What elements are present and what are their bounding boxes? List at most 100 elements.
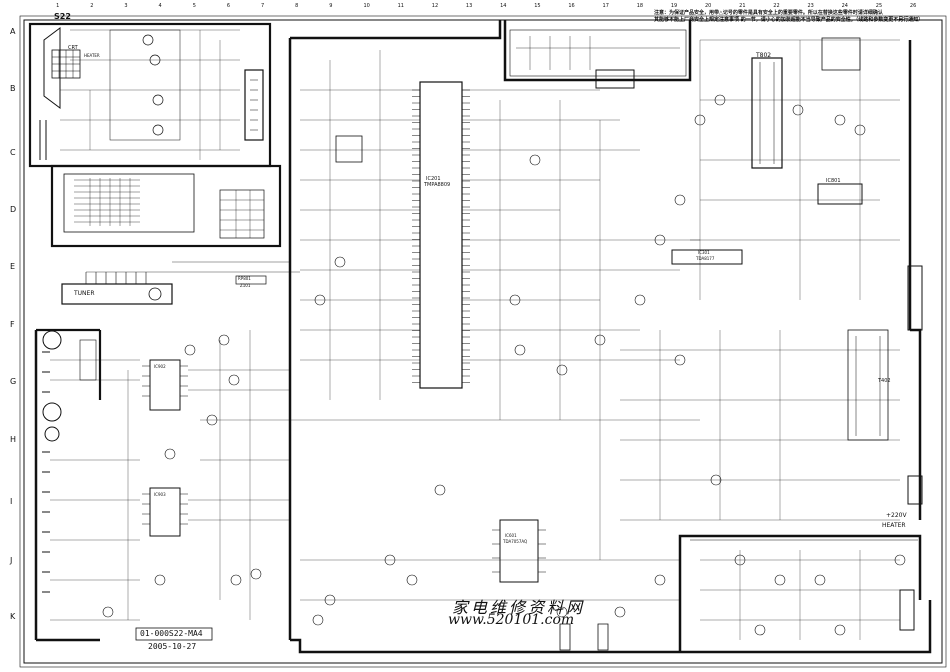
flyback-label: T802 [756, 52, 772, 59]
row-letter-g: G [10, 377, 17, 386]
row-letter-e: E [10, 262, 16, 271]
transistor-symbol [529, 154, 541, 166]
column-number: 17 [602, 3, 609, 9]
watermark-chinese: 家电维修资料网 [452, 598, 586, 617]
column-number: 7 [261, 3, 265, 9]
transistor-symbol [854, 124, 866, 136]
sheet-border [23, 19, 943, 664]
transistor-symbol [594, 334, 606, 346]
transistor-symbol [614, 606, 626, 618]
column-number: 13 [465, 3, 473, 9]
transistor-symbol [312, 614, 324, 626]
power-supply [671, 37, 900, 300]
column-number: 14 [500, 3, 507, 9]
transistor-symbol [164, 448, 176, 460]
transistor-symbol [634, 294, 646, 306]
key-matrix-board [50, 164, 282, 248]
watermark-url: www.520101.com [448, 612, 575, 628]
tuner-block [61, 261, 300, 305]
row-letter-a: A [10, 27, 16, 36]
av-ic-bottom-label: IC903 [154, 492, 166, 497]
transistor-symbol [694, 114, 706, 126]
heater-output-label: HEATER [882, 522, 906, 529]
row-letter-d: D [10, 205, 17, 214]
av-switch-ics [142, 330, 290, 620]
main-ic-part: TMPA8809 [424, 182, 451, 188]
column-number: 15 [534, 3, 541, 9]
column-number: 11 [397, 3, 404, 9]
column-number: 12 [431, 3, 439, 9]
central-wiring [290, 50, 700, 601]
board-code: 01-000S22-MA4 [140, 629, 203, 638]
transistor-symbol [406, 574, 418, 586]
supply-label: +220V [886, 512, 907, 519]
transistor-symbol [754, 624, 766, 636]
model-label: S22 [54, 12, 71, 21]
column-number: 22 [773, 3, 780, 9]
transistor-symbol [324, 594, 336, 606]
row-letter-f: F [10, 320, 15, 329]
column-number: 2 [90, 3, 94, 9]
column-number: 25 [875, 3, 883, 9]
revision-date: 2005-10-27 [148, 642, 197, 651]
crt-heater-label: HEATER [84, 53, 100, 58]
audio-ic-part: TDA7057AQ [503, 539, 528, 544]
column-number: 6 [226, 3, 231, 9]
saw-filter-label: Z101 [240, 283, 251, 288]
row-letter-h: H [10, 435, 17, 444]
transistor-symbol [834, 624, 846, 636]
av-jack-board [34, 328, 140, 642]
deflection-section [620, 265, 923, 521]
column-number: 3 [124, 3, 128, 9]
transistor-symbol [509, 294, 521, 306]
transistor-symbol [250, 568, 262, 580]
transistor-symbol [654, 574, 666, 586]
transistor-symbol [434, 484, 446, 496]
control-board [509, 29, 687, 89]
transistor-symbol [154, 574, 166, 586]
row-letter-j: J [10, 556, 13, 565]
transistor-symbol [792, 104, 804, 116]
transistor-symbol [774, 574, 786, 586]
column-number: 26 [909, 3, 917, 9]
main-ic-name: IC201 [426, 176, 441, 182]
row-letter-c: C [10, 148, 16, 157]
rp-label: RP801 [238, 276, 251, 281]
safety-note-line2: 其能够不能上厂商安全上规定注意事项 的一节，请小心的加装超能不当导致产品的安全性… [654, 17, 924, 23]
safety-note-line1: 注意：为保证产品安全，用带△记号的零件是具有安全上的重要零件。所以在替换这些零件… [654, 10, 883, 16]
column-number: 10 [363, 3, 370, 9]
column-number: 4 [158, 3, 162, 9]
transistors [102, 94, 906, 636]
transistor-symbol [228, 374, 240, 386]
column-number: 8 [295, 3, 299, 9]
power-ic-label: IC801 [826, 178, 841, 184]
row-letter-b: B [10, 84, 16, 93]
transistor-symbol [218, 334, 230, 346]
column-number: 23 [807, 3, 814, 9]
crt-neck-board [690, 539, 918, 640]
column-number: 24 [841, 3, 848, 9]
column-number: 5 [192, 3, 196, 9]
transistor-symbol [734, 554, 746, 566]
crt-board [28, 22, 272, 168]
row-letter-i: I [10, 497, 13, 506]
transistor-symbol [674, 354, 686, 366]
row-letter-k: K [10, 612, 16, 621]
transistor-symbol [230, 574, 242, 586]
board-code-box [135, 627, 213, 641]
transistor-symbol [654, 234, 666, 246]
transistor-symbol [556, 606, 568, 618]
transistor-symbol [814, 574, 826, 586]
column-number: 20 [705, 3, 712, 9]
transistor-symbol [674, 194, 686, 206]
transistor-symbol [894, 554, 906, 566]
transistor-symbol [556, 364, 568, 376]
tuner-label: TUNER [74, 290, 95, 297]
deflection-transformer-label: T402 [878, 378, 891, 384]
transistor-symbol [714, 94, 726, 106]
transistor-symbol [384, 554, 396, 566]
column-number: 21 [739, 3, 746, 9]
column-number: 18 [636, 3, 644, 9]
column-number: 1 [56, 3, 60, 9]
column-number: 9 [329, 3, 333, 9]
